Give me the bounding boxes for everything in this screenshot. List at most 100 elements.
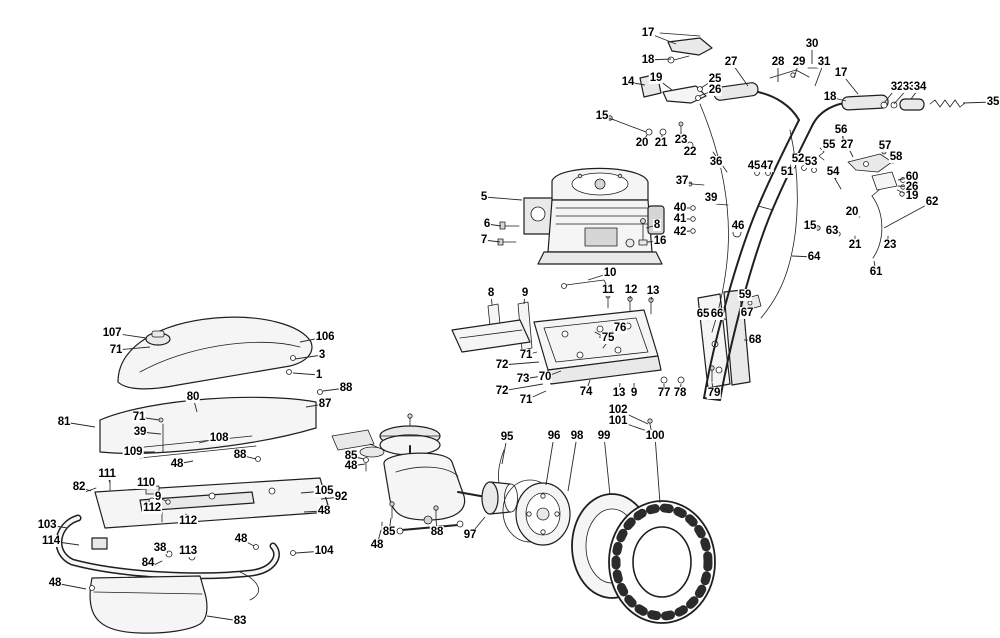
part-label-8: 8 <box>486 286 496 300</box>
clutch-drum-illustration <box>481 481 518 515</box>
part-label-27: 27 <box>723 55 739 69</box>
part-label-15: 15 <box>802 219 818 233</box>
leader-line <box>883 201 933 229</box>
part-label-112: 112 <box>142 501 162 515</box>
part-label-68: 68 <box>747 333 763 347</box>
part-label-62: 62 <box>924 195 940 209</box>
part-label-84: 84 <box>140 556 156 570</box>
part-label-48: 48 <box>233 532 249 546</box>
part-label-112: 112 <box>178 514 198 528</box>
part-label-28: 28 <box>770 55 786 69</box>
part-label-99: 99 <box>596 429 612 443</box>
engine-mount-hardware-illustration <box>451 279 654 353</box>
part-label-18: 18 <box>640 53 656 67</box>
part-label-76: 76 <box>612 321 628 335</box>
part-label-14: 14 <box>620 75 636 89</box>
part-label-48: 48 <box>169 457 185 471</box>
part-label-22: 22 <box>682 145 698 159</box>
part-label-41: 41 <box>672 212 688 226</box>
part-label-48: 48 <box>47 576 63 590</box>
part-label-51: 51 <box>779 165 795 179</box>
part-label-103: 103 <box>36 518 58 532</box>
part-label-11: 11 <box>601 283 615 297</box>
part-label-42: 42 <box>672 225 688 239</box>
part-label-71: 71 <box>518 348 534 362</box>
part-label-20: 20 <box>634 136 650 150</box>
part-label-37: 37 <box>674 174 690 188</box>
part-label-48: 48 <box>369 538 385 552</box>
part-label-85: 85 <box>381 525 397 539</box>
part-label-98: 98 <box>569 429 585 443</box>
part-label-38: 38 <box>152 541 168 555</box>
part-label-73: 73 <box>515 372 531 386</box>
part-label-81: 81 <box>56 415 72 429</box>
part-label-85: 85 <box>343 449 359 463</box>
leader-line <box>654 435 661 504</box>
part-label-23: 23 <box>882 238 898 252</box>
part-label-71: 71 <box>518 393 534 407</box>
part-label-114: 114 <box>41 534 61 548</box>
part-label-75: 75 <box>600 331 616 345</box>
leader-line <box>545 435 555 486</box>
part-label-108: 108 <box>208 431 230 445</box>
part-label-52: 52 <box>790 152 806 166</box>
part-label-72: 72 <box>494 358 510 372</box>
part-label-19: 19 <box>904 189 920 203</box>
part-label-53: 53 <box>803 155 819 169</box>
part-label-88: 88 <box>338 381 354 395</box>
part-label-96: 96 <box>546 429 562 443</box>
part-label-45: 45 <box>746 159 762 173</box>
part-label-9: 9 <box>153 490 163 504</box>
part-label-61: 61 <box>868 265 884 279</box>
part-label-106: 106 <box>314 330 336 344</box>
part-label-21: 21 <box>847 238 863 252</box>
part-label-32: 32 <box>889 80 905 94</box>
frame-base-illustration <box>84 473 331 567</box>
part-label-29: 29 <box>791 55 807 69</box>
leader-line <box>603 435 611 496</box>
part-label-27: 27 <box>839 138 855 152</box>
part-label-13: 13 <box>645 284 661 298</box>
part-label-48: 48 <box>316 504 332 518</box>
part-label-40: 40 <box>672 201 688 215</box>
part-label-47: 47 <box>759 159 775 173</box>
part-label-10: 10 <box>602 266 618 280</box>
part-label-65: 65 <box>695 307 711 321</box>
part-label-18: 18 <box>822 90 838 104</box>
part-label-46: 46 <box>730 219 746 233</box>
part-label-95: 95 <box>499 430 515 444</box>
part-label-6: 6 <box>482 217 492 231</box>
part-label-83: 83 <box>232 614 248 628</box>
part-label-104: 104 <box>313 544 335 558</box>
hood-illustration <box>117 316 313 425</box>
part-label-12: 12 <box>623 283 639 297</box>
part-label-92: 92 <box>333 490 349 504</box>
part-label-58: 58 <box>888 150 904 164</box>
part-label-80: 80 <box>185 390 201 404</box>
part-label-88: 88 <box>232 448 248 462</box>
part-label-63: 63 <box>824 224 840 238</box>
part-label-82: 82 <box>71 480 87 494</box>
part-label-77: 77 <box>656 386 672 400</box>
part-label-48: 48 <box>343 459 359 473</box>
part-label-16: 16 <box>652 234 668 248</box>
handlebar-illustration <box>703 67 966 401</box>
part-label-17: 17 <box>833 66 849 80</box>
part-label-60: 60 <box>904 170 920 184</box>
wheel-hub-illustration <box>502 479 571 546</box>
part-label-7: 7 <box>479 233 489 247</box>
part-label-100: 100 <box>644 429 666 443</box>
part-label-26: 26 <box>707 83 723 97</box>
part-label-21: 21 <box>653 136 669 150</box>
part-label-101: 101 <box>607 414 629 428</box>
part-label-1: 1 <box>314 368 324 382</box>
part-label-33: 33 <box>901 80 917 94</box>
part-label-3: 3 <box>317 348 327 362</box>
part-label-57: 57 <box>877 139 893 153</box>
part-label-17: 17 <box>640 26 656 40</box>
part-label-56: 56 <box>833 123 849 137</box>
part-label-113: 113 <box>178 544 198 558</box>
part-label-66: 66 <box>709 307 725 321</box>
